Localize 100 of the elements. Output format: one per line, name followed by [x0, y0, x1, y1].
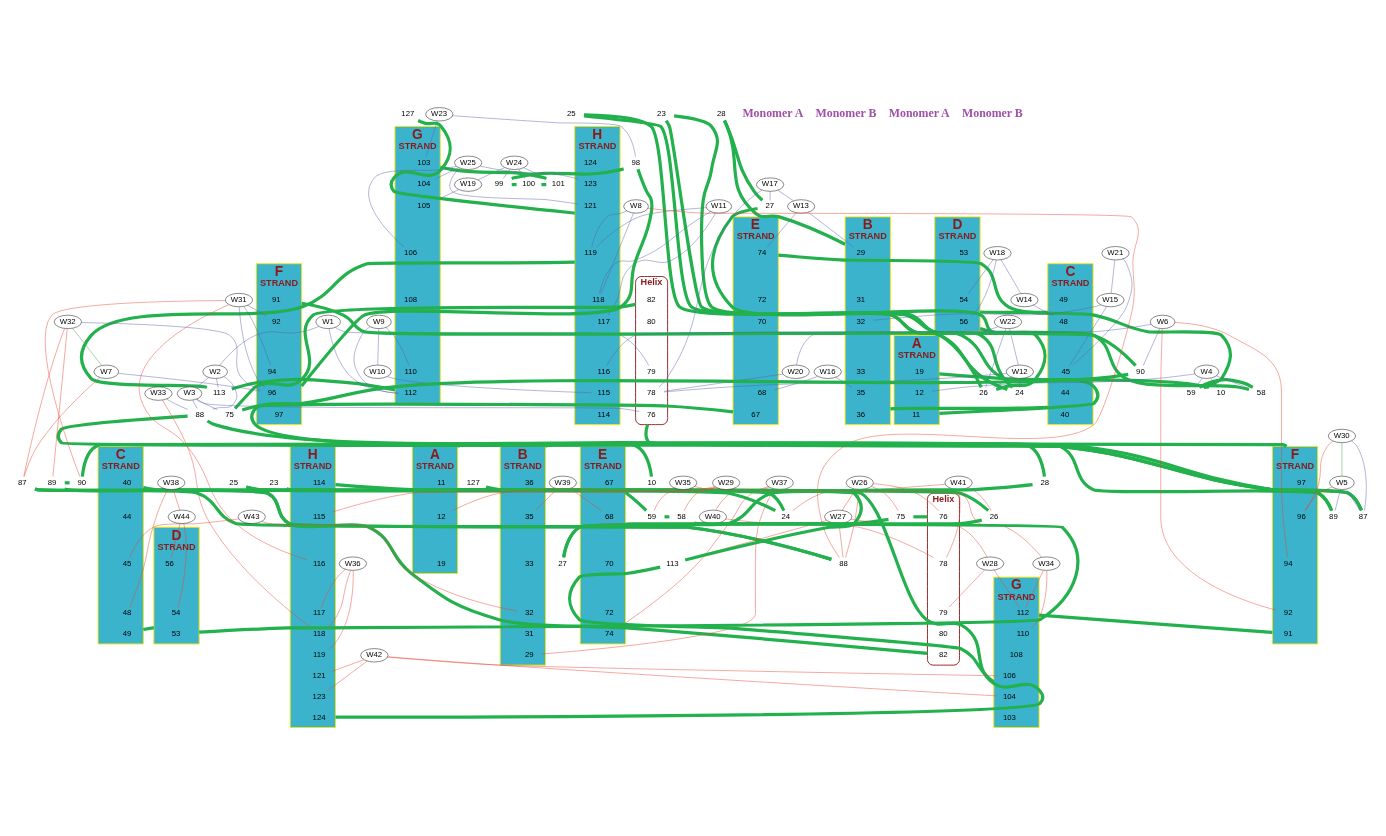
node-text: 75 — [896, 511, 905, 521]
connector — [624, 490, 648, 512]
node-text: 10 — [1216, 387, 1226, 397]
node-text: 53 — [171, 628, 181, 638]
connector — [607, 212, 716, 316]
node-text: 94 — [1283, 558, 1293, 568]
connector — [129, 488, 168, 607]
node-text: 88 — [195, 409, 205, 419]
node-text: 79 — [647, 366, 656, 376]
node-text: 54 — [959, 294, 969, 304]
node-ellipse: W14 — [1010, 292, 1039, 307]
node-text: 100 — [522, 178, 536, 188]
connector — [985, 327, 1007, 388]
connector — [241, 402, 734, 413]
connector — [129, 518, 239, 558]
node-text: 79 — [938, 607, 948, 617]
connector — [658, 189, 763, 387]
connector — [80, 260, 575, 389]
connector — [1305, 440, 1334, 511]
connector — [1345, 488, 1361, 511]
node-text: 91 — [1283, 628, 1293, 638]
connector — [166, 398, 188, 410]
connector — [143, 625, 155, 631]
connector — [452, 485, 715, 511]
node-text: 68 — [604, 511, 614, 521]
node-ellipse: W41 — [944, 475, 973, 490]
node-text: 119 — [313, 649, 326, 659]
connector — [1025, 569, 1044, 607]
node-text: 26 — [979, 387, 988, 397]
node-ellipse: W26 — [845, 475, 874, 490]
connector — [72, 327, 102, 366]
node-text: 108 — [404, 294, 418, 304]
node-text: 11 — [912, 409, 921, 419]
connector — [1069, 305, 1107, 366]
connector — [774, 375, 818, 390]
connector — [206, 419, 1363, 511]
node-text: 112 — [404, 387, 417, 397]
node-text: 82 — [647, 294, 656, 304]
node-text: 97 — [274, 409, 284, 419]
node-text: 40 — [122, 477, 132, 487]
node-text: 32 — [524, 607, 534, 617]
node-text: 127 — [401, 108, 415, 118]
node-text: 127 — [466, 477, 480, 487]
label: Monomer A — [888, 105, 950, 120]
node-text: 74 — [757, 247, 767, 257]
connector — [1038, 613, 1273, 634]
connector — [503, 168, 511, 179]
node-ellipse: W35 — [669, 475, 698, 490]
node-text: 70 — [757, 316, 767, 326]
connector — [591, 210, 628, 247]
connector — [1195, 377, 1203, 388]
connector — [1143, 327, 1161, 366]
node-text: 110 — [1016, 628, 1030, 638]
connector — [387, 375, 592, 393]
node-text: 27 — [765, 200, 775, 210]
node-text: 44 — [1061, 387, 1070, 397]
connector — [767, 212, 797, 247]
connector — [511, 182, 517, 186]
node-ellipse: W12 — [1005, 364, 1034, 379]
connector — [385, 326, 410, 366]
node-text: 116 — [313, 558, 326, 568]
node-text: 68 — [757, 387, 767, 397]
node-text: 98 — [631, 157, 641, 167]
node-text: 23 — [657, 108, 666, 118]
node-ellipse: W2 — [202, 364, 228, 379]
connector — [52, 328, 68, 477]
node-text: 113 — [666, 558, 679, 568]
node-ellipse: W6 — [1150, 314, 1176, 329]
connector — [80, 441, 1287, 477]
node-text: 80 — [938, 628, 948, 638]
node-text: 117 — [597, 316, 611, 326]
node-text: 110 — [404, 366, 417, 376]
node-text: 56 — [165, 558, 174, 568]
node-text: 96 — [267, 387, 277, 397]
node-text: 114 — [597, 409, 611, 419]
connector — [231, 377, 396, 392]
node-ellipse: W29 — [712, 475, 741, 490]
connector — [653, 486, 717, 511]
node-text: 27 — [558, 558, 567, 568]
connector — [1304, 486, 1333, 511]
node-text: 44 — [122, 511, 132, 521]
connector — [389, 118, 575, 215]
connector — [890, 405, 1048, 410]
node-text: 58 — [1256, 387, 1266, 397]
connector — [968, 258, 994, 294]
connector — [723, 119, 846, 246]
label: Monomer A — [742, 105, 804, 120]
connector — [212, 375, 238, 410]
connector — [196, 376, 209, 388]
node-text: 33 — [524, 558, 534, 568]
connector — [301, 301, 1137, 367]
node-text: 118 — [313, 628, 326, 638]
connector — [331, 487, 674, 512]
node-text: 92 — [1283, 607, 1293, 617]
connector — [683, 486, 716, 511]
node-text: 90 — [77, 477, 87, 487]
node-ellipse: W18 — [983, 245, 1012, 260]
node-ellipse: W7 — [93, 364, 119, 379]
node-text: 29 — [856, 247, 866, 257]
node-ellipse: W8 — [623, 198, 649, 213]
